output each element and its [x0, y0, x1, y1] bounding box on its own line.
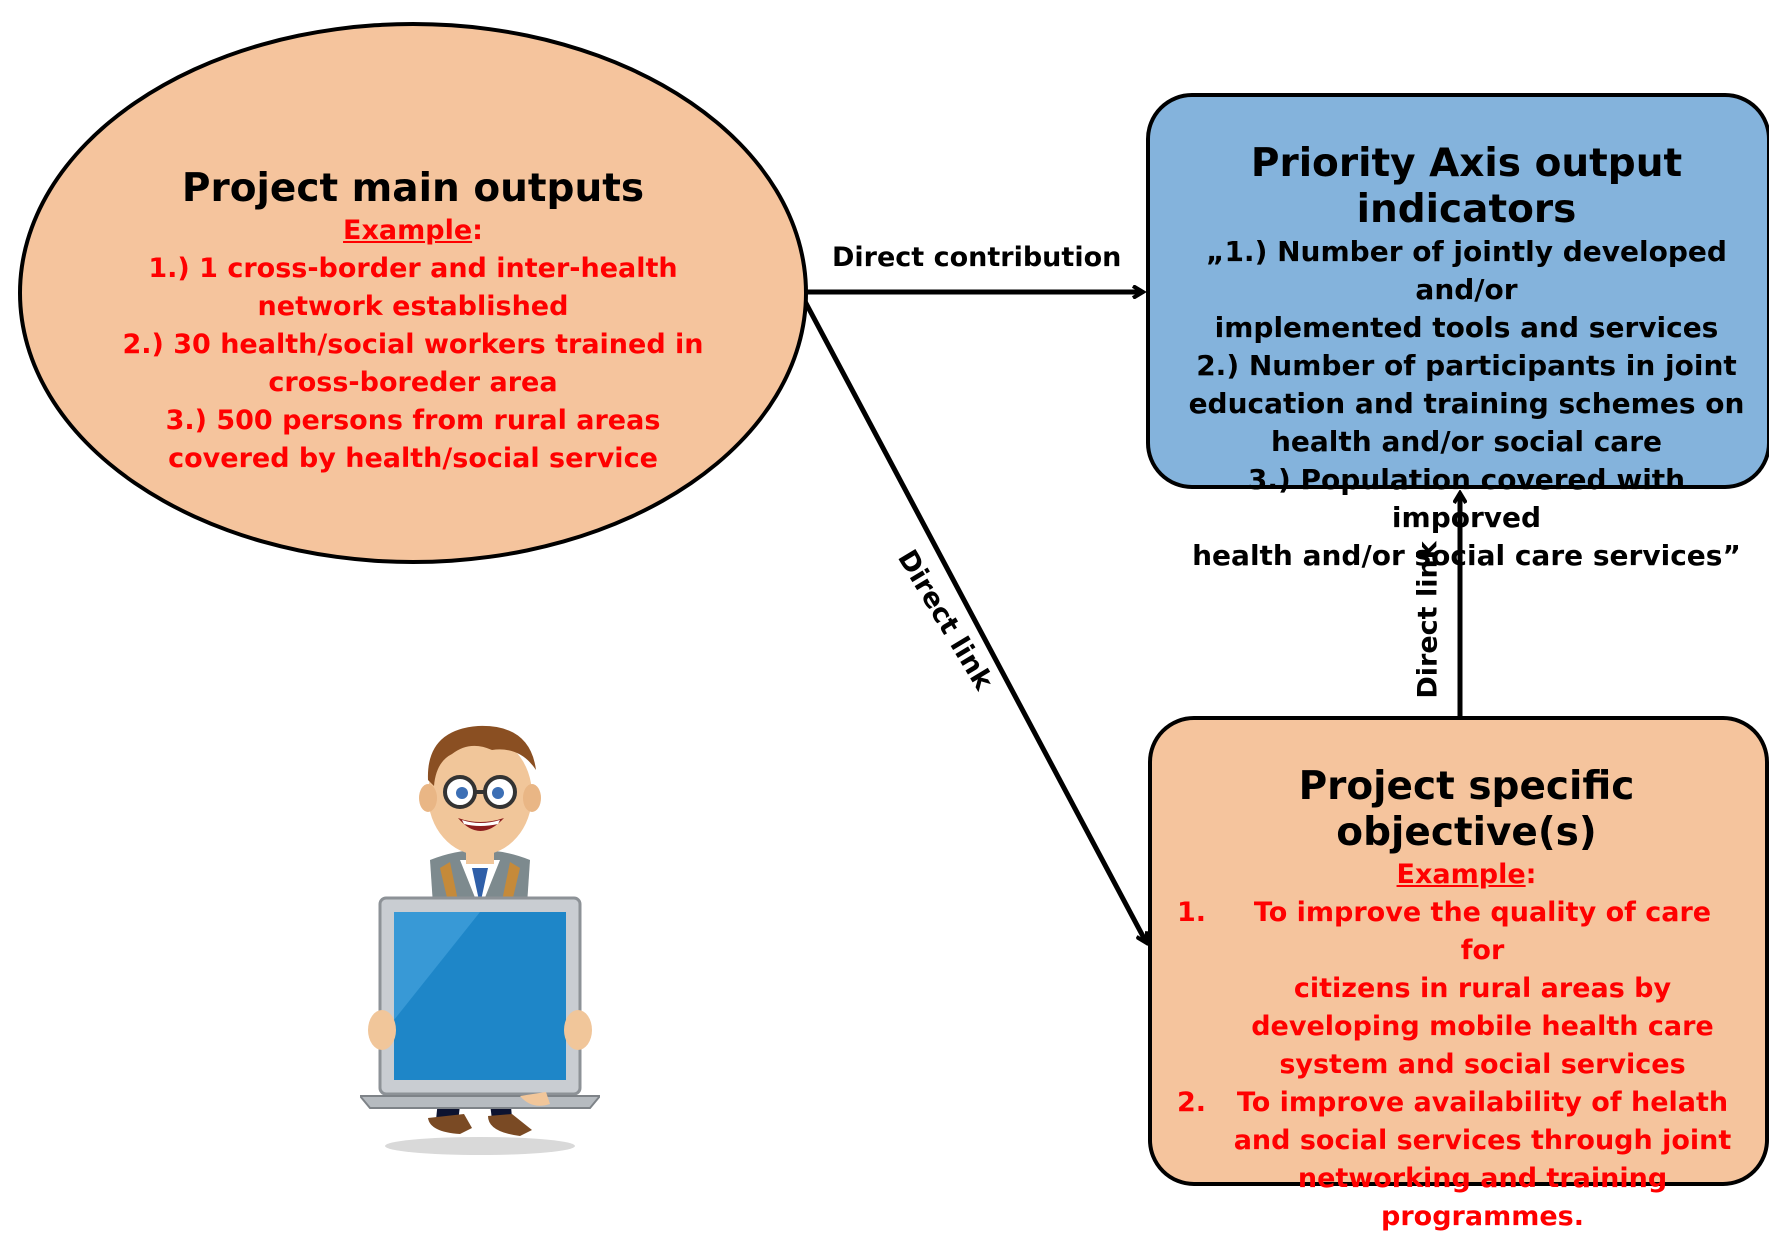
output-line: network established [257, 291, 569, 322]
connector-layer [797, 0, 1769, 1185]
objective-line: citizens in rural areas by [1293, 973, 1672, 1004]
output-line: 2.) 30 health/social workers trained in [122, 329, 704, 360]
objective-number: 1. [1176, 897, 1206, 928]
objective-line: programmes. [1381, 1201, 1584, 1232]
indicator-line: health and/or social care services” [1192, 539, 1741, 572]
objective-item: 1. To improve the quality of care for ci… [1172, 894, 1761, 1084]
priority-axis-indicators-text: Priority Axis output indicators „1.) Num… [1170, 141, 1763, 575]
cartoon-man-holding-laptop-icon [360, 725, 600, 1155]
project-main-outputs-node: Project main outputs Example: 1.) 1 cros… [18, 22, 808, 564]
output-line: cross-boreder area [268, 367, 558, 398]
example-heading: Example: [112, 212, 714, 250]
edge-direct-link-diagonal [797, 290, 1146, 942]
objective-line: developing mobile health care [1251, 1011, 1714, 1042]
objective-text: To improve the quality of care for citiz… [1228, 894, 1761, 1084]
example-colon: : [1525, 859, 1537, 890]
priority-axis-indicators-title: Priority Axis output indicators [1250, 141, 1683, 232]
output-line: 3.) 500 persons from rural areas [165, 405, 661, 436]
priority-axis-indicators-node: Priority Axis output indicators „1.) Num… [1146, 93, 1769, 572]
indicator-line: education and training schemes on [1188, 387, 1745, 420]
objective-number: 2. [1176, 1087, 1206, 1118]
indicator-line: 2.) Number of participants in joint [1196, 349, 1737, 382]
objective-text: To improve availability of helath and so… [1228, 1084, 1761, 1236]
direct-contribution-label: Direct contribution [832, 242, 1122, 273]
project-specific-objectives-title: Project specific objective(s) [1298, 764, 1635, 855]
example-heading: Example: [1172, 856, 1761, 894]
direct-link-vertical-label: Direct link [1412, 541, 1444, 699]
objective-line: networking and training [1297, 1163, 1668, 1194]
project-specific-objectives-node: Project specific objective(s) Example: 1… [1148, 716, 1769, 1232]
output-line: 1.) 1 cross-border and inter-health [148, 253, 678, 284]
objective-line: To improve the quality of care for [1253, 897, 1712, 966]
indicator-line: implemented tools and services [1214, 311, 1719, 344]
project-specific-objectives-text: Project specific objective(s) Example: 1… [1172, 764, 1761, 1236]
objective-line: system and social services [1279, 1049, 1686, 1080]
objective-item: 2. To improve availability of helath and… [1172, 1084, 1761, 1236]
example-label: Example [1396, 859, 1526, 890]
indicator-line: „1.) Number of jointly developed and/or [1206, 235, 1727, 306]
example-colon: : [472, 215, 483, 246]
project-main-outputs-text: Project main outputs Example: 1.) 1 cros… [112, 166, 714, 478]
indicator-line: health and/or social care [1270, 425, 1662, 458]
indicator-line: 3.) Population covered with imporved [1247, 463, 1686, 534]
output-line: covered by health/social service [168, 443, 658, 474]
project-main-outputs-title: Project main outputs [181, 166, 645, 211]
example-label: Example [343, 215, 473, 246]
objective-line: To improve availability of helath [1236, 1087, 1729, 1118]
objective-line: and social services through joint [1233, 1125, 1732, 1156]
